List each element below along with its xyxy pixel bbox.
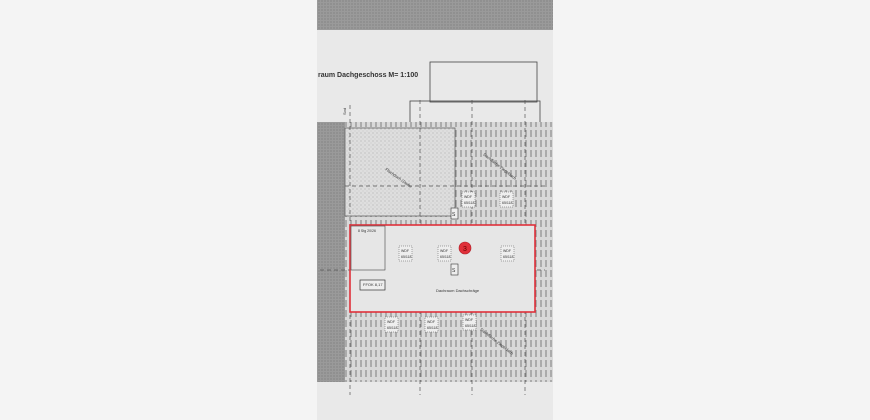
top-strip <box>317 0 553 30</box>
svg-text:65/118: 65/118 <box>401 255 411 259</box>
svg-text:65/118: 65/118 <box>503 255 513 259</box>
plan-title: raum Dachgeschoss M= 1:100 <box>318 72 418 79</box>
room-label: Dachraum Dachschräge <box>436 288 480 293</box>
svg-text:WDF: WDF <box>502 195 510 199</box>
svg-text:WDF: WDF <box>401 249 409 253</box>
roof-window: WDF 65/118 <box>384 316 399 333</box>
chimney: S <box>450 263 459 276</box>
marker-badge <box>458 241 472 255</box>
marker-number: 3 <box>463 246 467 253</box>
dormer-flat-roof <box>344 127 456 217</box>
svg-text:S: S <box>452 268 456 274</box>
svg-text:65/118: 65/118 <box>387 326 397 330</box>
ffok-label: FFOK 8,17 <box>363 282 383 287</box>
highlighted-room <box>349 224 536 313</box>
stair-label: 8 Stg 20/26 <box>358 229 376 233</box>
building-outline-upper <box>429 61 538 103</box>
roof-window: WDF 65/118 <box>437 245 452 262</box>
svg-text:65/118: 65/118 <box>465 324 475 328</box>
axis-label: Sod <box>342 108 347 115</box>
roof-window: WDF 65/118 <box>499 191 514 208</box>
svg-text:65/118: 65/118 <box>440 255 450 259</box>
roof-window: WDF 65/118 <box>461 191 476 208</box>
ffok-box <box>359 279 386 291</box>
roof-window: WDF 65/118 <box>462 314 477 331</box>
svg-text:WDF: WDF <box>440 249 448 253</box>
svg-text:65/118: 65/118 <box>427 326 437 330</box>
chimney: S <box>450 207 459 220</box>
roof-window: WDF 65/118 <box>500 245 515 262</box>
svg-text:65/118: 65/118 <box>464 201 474 205</box>
svg-text:WDF: WDF <box>464 195 472 199</box>
svg-text:65/118: 65/118 <box>502 201 512 205</box>
staircase <box>350 225 386 271</box>
svg-text:WDF: WDF <box>387 320 395 324</box>
left-dark-strip <box>317 122 345 382</box>
roof-window: WDF 65/118 <box>424 316 439 333</box>
svg-text:S: S <box>452 212 456 218</box>
svg-text:WDF: WDF <box>503 249 511 253</box>
roof-window: WDF 65/118 <box>398 245 413 262</box>
svg-text:WDF: WDF <box>427 320 435 324</box>
svg-text:WDF: WDF <box>465 318 473 322</box>
